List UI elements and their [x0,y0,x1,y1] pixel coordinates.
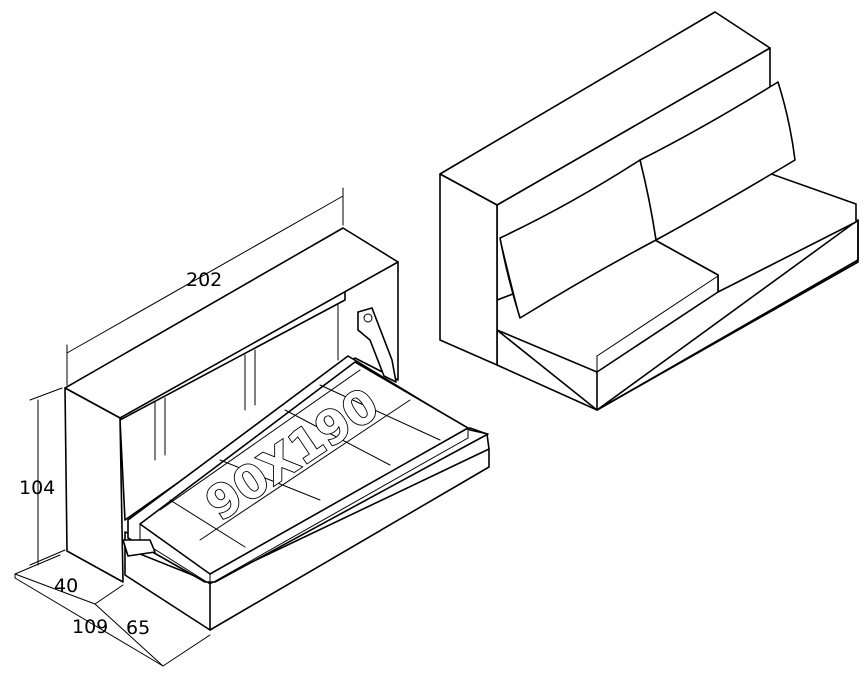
closed-sofa-drawing [439,11,859,411]
pillow-left [499,159,657,319]
cabinet-side-closed [439,173,498,366]
open-bed-drawing: 90X190 [64,227,490,631]
depth-closed-dimension-label: 40 [54,575,78,597]
depth-total-dimension-label: 109 [72,616,108,638]
width-dimension-label: 202 [186,269,222,291]
lift-mechanism [357,307,397,383]
dimension-lines: 202 104 40 109 65 [14,187,344,667]
depth-extension-dimension-label: 65 [126,617,150,639]
hinge-left [122,539,156,557]
cabinet-side-left [64,387,124,583]
height-dimension-label: 104 [19,477,55,499]
